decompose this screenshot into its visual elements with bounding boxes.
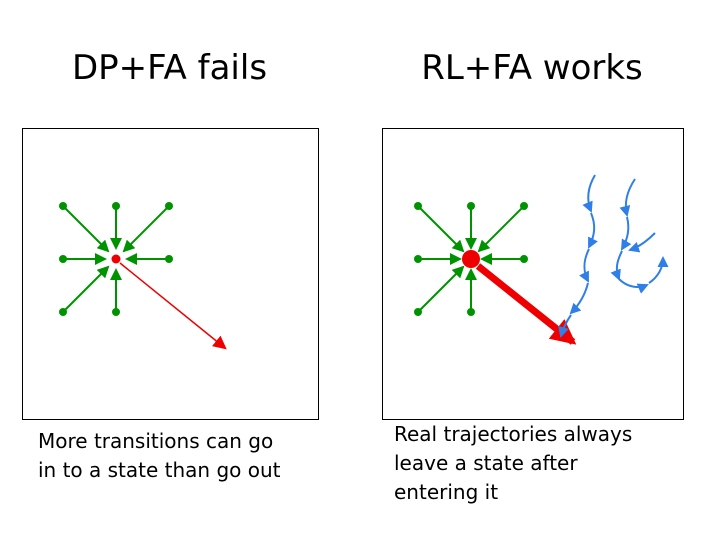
- inward-transition-arrows: [417, 205, 525, 313]
- right-panel-caption: Real trajectories always leave a state a…: [394, 420, 632, 507]
- caption-line: entering it: [394, 480, 499, 504]
- left-diagram: [59, 202, 227, 350]
- center-state-dot: [462, 250, 480, 268]
- left-panel-title: DP+FA fails: [71, 48, 268, 88]
- caption-line: More transitions can go: [38, 429, 274, 453]
- neighbor-state-dots: [59, 202, 173, 316]
- caption-line: Real trajectories always: [394, 422, 633, 446]
- right-diagram: [414, 174, 669, 345]
- neighbor-state-dots: [414, 202, 528, 316]
- caption-line: in to a state than go out: [38, 458, 281, 482]
- inward-transition-arrows: [62, 205, 170, 313]
- blue-trajectory-arrows: [558, 174, 669, 338]
- outgoing-transition-arrow: [119, 262, 227, 350]
- right-panel-box: [382, 128, 684, 420]
- center-state-dot: [111, 254, 121, 264]
- right-panel-title: RL+FA works: [421, 48, 643, 88]
- left-panel-box: [22, 128, 319, 420]
- outgoing-transition-arrow: [475, 263, 577, 345]
- left-panel-caption: More transitions can go in to a state th…: [38, 427, 281, 485]
- caption-line: leave a state after: [394, 451, 578, 475]
